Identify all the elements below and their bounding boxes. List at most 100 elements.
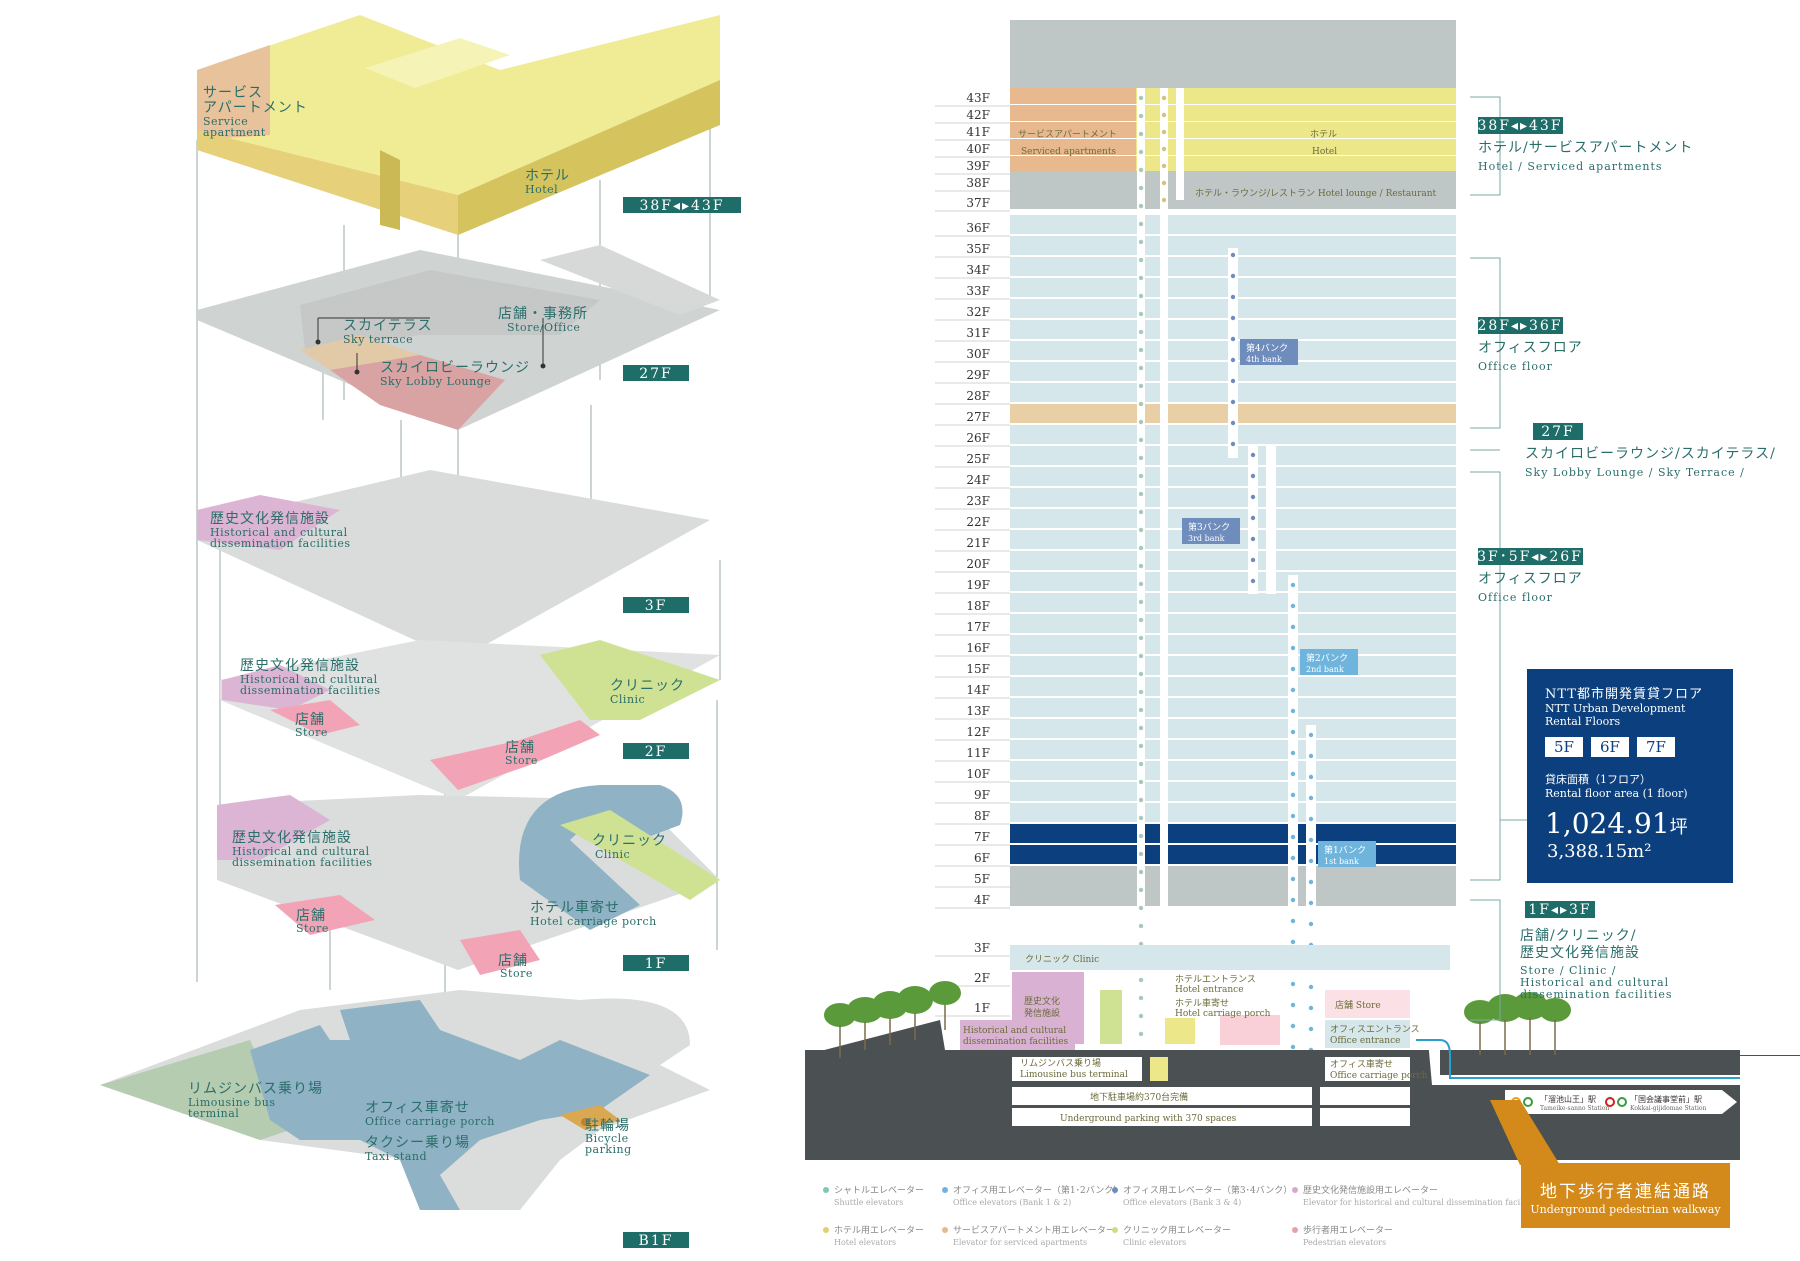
floor-label-3f: 3F [974, 941, 990, 955]
elevator-dot [1161, 146, 1167, 152]
elevator-dot [1138, 509, 1144, 515]
bike-b1f-en1: Bicycle [585, 1132, 629, 1145]
elevator-dot [1161, 180, 1167, 186]
legend-label-jp: 歩行者用エレベーター [1303, 1224, 1393, 1236]
floor-label-30f: 30F [966, 347, 990, 361]
limo-b1f-en2: terminal [188, 1107, 239, 1120]
floor-label-38f: 38F [966, 176, 990, 190]
elevator-dot [1138, 851, 1144, 857]
serviced-en: Serviced apartments [1021, 147, 1116, 157]
floor-label-24f: 24F [966, 473, 990, 487]
clinic-section-label: クリニック Clinic [1025, 954, 1099, 965]
r-badge-28-36: 28F◂▸36F [1477, 318, 1562, 334]
store-section: 店舗 Store [1335, 999, 1381, 1011]
tower-roof [1010, 20, 1456, 88]
legend-swatch [823, 1187, 829, 1193]
clinic-2f-en: Clinic [610, 693, 645, 706]
elevator-dot [1138, 455, 1144, 461]
floor-label-9f: 9F [974, 788, 990, 802]
hist-section-en2: dissemination facilities [963, 1037, 1069, 1047]
floor-band-16f [1010, 635, 1456, 654]
hotel-porch-jp: ホテル車寄せ [1175, 997, 1229, 1009]
rental-area-jp: 貸床面積（1フロア） [1545, 773, 1651, 786]
badge-38-43f: 38F◂▸43F [639, 198, 724, 214]
elevator-dot [1308, 795, 1314, 801]
hist-3f-en2: dissemination facilities [210, 537, 351, 550]
station1-en: Tameike-sanno Station [1540, 1105, 1609, 1112]
legend-label-jp: オフィス用エレベーター（第3･4バンク） [1123, 1184, 1292, 1196]
elevator-dot [1138, 95, 1144, 101]
rental-title-en1: NTT Urban Development [1545, 702, 1686, 715]
office-entrance-jp: オフィスエントランス [1330, 1024, 1420, 1035]
floor-label-41f: 41F [966, 125, 990, 139]
elevator-dot [1230, 273, 1236, 279]
legend-swatch [1292, 1227, 1298, 1233]
r-g2-jp: オフィスフロア [1478, 340, 1583, 356]
floor-label-21f: 21F [966, 536, 990, 550]
legend-swatch [942, 1227, 948, 1233]
r-badge-27: 27F [1541, 424, 1575, 440]
rental-title-jp: NTT都市開発賃貸フロア [1545, 687, 1703, 702]
elevator-dot [1290, 1023, 1296, 1029]
rental-title-en: NTT Urban Development Rental Floors [1545, 702, 1685, 728]
hotel-entrance-en: Hotel entrance [1175, 985, 1244, 995]
elevator-dot [1138, 491, 1144, 497]
elevator-dot [1138, 257, 1144, 263]
hotel-entrance-jp: ホテルエントランス [1175, 974, 1256, 985]
hotel-zone-labels: サービスアパートメント Serviced apartments ホテル Hote… [1018, 129, 1437, 199]
rental-tsubo: 1,024.91坪 [1545, 807, 1688, 840]
floor-band-36f [1010, 215, 1456, 234]
limo-b1f-jp: リムジンバス乗り場 [188, 1081, 323, 1097]
floor-band-23f [1010, 488, 1456, 507]
floor-label-22f: 22F [966, 515, 990, 529]
elevator-dot [1308, 879, 1314, 885]
limo-section-en: Limousine bus terminal [1020, 1070, 1128, 1080]
legend-swatch [1112, 1187, 1118, 1193]
floor-label-20f: 20F [966, 557, 990, 571]
elevator-dot [1308, 753, 1314, 759]
floor-label-42f: 42F [966, 108, 990, 122]
elevator-dot [1290, 834, 1296, 840]
floor-band-8f [1010, 803, 1456, 822]
elevator-dot [1138, 383, 1144, 389]
legend-label-en: Office elevators (Bank 3 & 4) [1123, 1198, 1241, 1207]
office-porch-b1f-jp: オフィス車寄せ [365, 1099, 470, 1116]
taxi-b1f-jp: タクシー乗り場 [365, 1135, 470, 1151]
sky-terrace-en: Sky terrace [343, 333, 413, 346]
floor-band-24f [1010, 467, 1456, 486]
elevator-dot [1138, 131, 1144, 137]
elevator-dot [1290, 939, 1296, 945]
apartment-band-41f [1010, 122, 1136, 138]
bank2-en: 2nd bank [1306, 665, 1344, 674]
bank-labels: 第4バンク 4th bank 第3バンク 3rd bank 第2バンク 2nd … [1182, 339, 1376, 867]
floor-label-6f: 6F [974, 851, 990, 865]
legend-swatch [1292, 1187, 1298, 1193]
elevator-dot [1308, 1005, 1314, 1011]
trees [824, 981, 1571, 1027]
bank2-jp: 第2バンク [1306, 652, 1348, 664]
underground-walkway-box: 地下歩行者連結通路 Underground pedestrian walkway [1521, 1163, 1730, 1228]
floor-band-13f [1010, 698, 1456, 717]
elevator-dot [1138, 833, 1144, 839]
r-g4-en: Office floor [1478, 591, 1553, 604]
elevator-dot [1138, 815, 1144, 821]
elevator-dot [1308, 858, 1314, 864]
serviced-jp: サービスアパートメント [1018, 129, 1117, 140]
elevator-dot [1138, 995, 1144, 1001]
legend-label-en: Elevator for historical and cultural dis… [1303, 1198, 1540, 1207]
store-2f-b-en: Store [505, 754, 538, 767]
legend-label-jp: クリニック用エレベーター [1123, 1225, 1231, 1236]
r-g3-en: Sky Lobby Lounge / Sky Terrace / [1525, 466, 1745, 479]
bank3-jp: 第3バンク [1188, 521, 1230, 533]
bike-b1f-jp: 駐輪場 [585, 1117, 630, 1134]
hotel-porch-1f-en: Hotel carriage porch [530, 915, 657, 928]
floor-label-14f: 14F [966, 683, 990, 697]
station2: 「国会議事堂前」駅 [1630, 1094, 1702, 1104]
elevator-dot [1308, 984, 1314, 990]
legend-label-en: Elevator for serviced apartments [953, 1238, 1087, 1247]
floor-band-35f [1010, 236, 1456, 255]
elevator-dot [1138, 653, 1144, 659]
elevator-dot [1308, 774, 1314, 780]
r-g5-en2: Historical and cultural [1520, 976, 1669, 989]
elevator-dot [1138, 743, 1144, 749]
